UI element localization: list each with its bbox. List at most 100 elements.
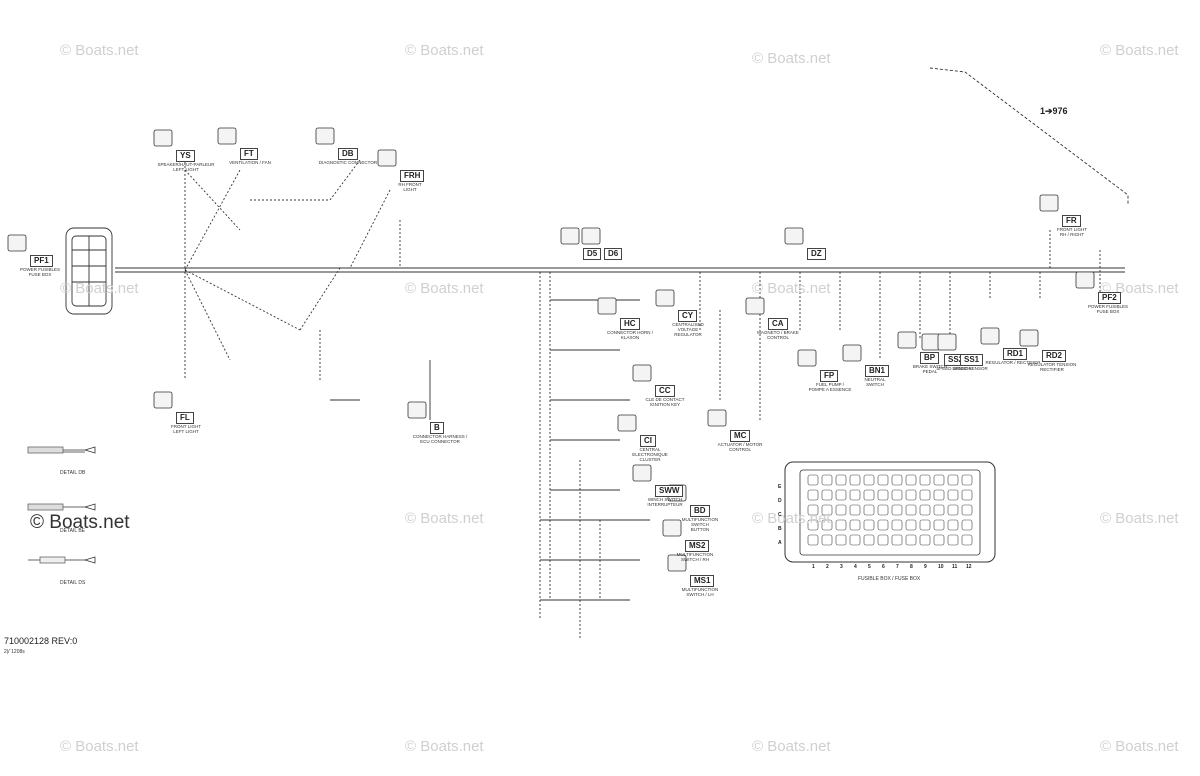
watermark: © Boats.net — [1100, 42, 1179, 59]
fuse-row-label: A — [778, 540, 782, 546]
fuse-cell — [849, 504, 861, 516]
fuse-cell — [835, 504, 847, 516]
fuse-cell — [821, 519, 833, 531]
fuse-cell — [919, 474, 931, 486]
fuse-cell — [905, 519, 917, 531]
fuse-cell — [933, 504, 945, 516]
fuse-cell — [961, 534, 973, 546]
fuse-cell — [891, 519, 903, 531]
fuse-row-label: B — [778, 526, 782, 532]
watermark: © Boats.net — [60, 42, 139, 59]
connector-code-db: DB — [338, 148, 358, 160]
fuse-cell — [807, 519, 819, 531]
fuse-cell — [807, 504, 819, 516]
watermark-prominent: © Boats.net — [30, 512, 130, 533]
revision-sub-label: 2|/´1208s — [4, 649, 25, 655]
fuse-cell — [947, 534, 959, 546]
connector-label-sww: WINCH SWITCH INTERRUPTEUR — [647, 497, 683, 507]
connector-code-bd: BD — [690, 505, 710, 517]
fuse-cell — [821, 474, 833, 486]
connector-drawing-bn1 — [842, 344, 862, 362]
connector-drawing-b — [407, 401, 427, 419]
connector-code-pf1: PF1 — [30, 255, 53, 267]
fuse-col-label: 11 — [952, 564, 958, 570]
connector-label-cc: CLE DE CONTACT IGNITION KEY — [645, 397, 685, 407]
fuse-cell — [919, 519, 931, 531]
fuse-cell — [863, 489, 875, 501]
fuse-cell — [933, 474, 945, 486]
fuse-cell — [877, 534, 889, 546]
watermark: © Boats.net — [405, 510, 484, 527]
connector-drawing-ss1 — [937, 333, 957, 351]
connector-code-d5: D5 — [583, 248, 602, 260]
fuse-cell — [849, 489, 861, 501]
fuse-cell — [933, 534, 945, 546]
fuse-cell — [807, 534, 819, 546]
fuse-cell — [947, 474, 959, 486]
fuse-cell — [877, 504, 889, 516]
connector-label-ca: MAGNETO / BRAKE CONTROL — [757, 330, 799, 340]
fuse-cell — [821, 534, 833, 546]
fuse-row-label: D — [778, 498, 782, 504]
connector-label-rd2: REGULATOR TENSION RECTIFIER — [1027, 362, 1077, 372]
fuse-cell — [905, 474, 917, 486]
connector-drawing-hc — [597, 297, 617, 315]
fuse-cell — [849, 474, 861, 486]
fuse-cell — [919, 489, 931, 501]
connector-drawing-db — [315, 127, 335, 145]
reference-number: 1➔976 — [1040, 106, 1068, 116]
fuse-cell — [919, 504, 931, 516]
fuse-cell — [835, 489, 847, 501]
fuse-cell — [947, 519, 959, 531]
connector-label-mc: ACTUATOR / MOTOR CONTROL — [717, 442, 763, 452]
watermark: © Boats.net — [752, 50, 831, 67]
connector-code-ft: FT — [240, 148, 258, 160]
fuse-col-label: 3 — [840, 564, 843, 570]
fuse-row-label: E — [778, 484, 782, 490]
fuse-cell — [891, 474, 903, 486]
fuse-cell — [905, 534, 917, 546]
connector-drawing-ss2 — [921, 333, 941, 351]
connector-code-frh: FRH — [400, 170, 425, 182]
fuse-cell — [905, 504, 917, 516]
fuse-cell — [863, 474, 875, 486]
connector-drawing-cy — [655, 289, 675, 307]
connector-label-ci: CENTRAL ELECTRONIQUE CLUSTER — [632, 447, 668, 462]
connector-code-fr: FR — [1062, 215, 1081, 227]
fuse-cell — [807, 489, 819, 501]
fuse-box-diagram — [784, 461, 996, 563]
connector-code-ms2: MS2 — [685, 540, 710, 552]
fuse-cell — [835, 534, 847, 546]
fuse-cell — [891, 504, 903, 516]
fuse-cell — [863, 534, 875, 546]
connector-code-fl: FL — [176, 412, 194, 424]
watermark: © Boats.net — [60, 738, 139, 755]
connector-label-ss1: SPEED SENSOR — [952, 366, 988, 371]
connector-drawing-ca — [745, 297, 765, 315]
connector-code-ca: CA — [768, 318, 788, 330]
connector-code-hc: HC — [620, 318, 640, 330]
connector-code-ss1: SS1 — [960, 354, 984, 366]
connector-drawing-fl — [153, 391, 173, 409]
fuse-cell — [905, 489, 917, 501]
fuse-cell — [863, 519, 875, 531]
fuse-cell — [961, 474, 973, 486]
connector-label-b: CONNECTOR HARNESS / ECU CONNECTOR — [412, 434, 468, 444]
connector-drawing-ms1 — [667, 554, 687, 572]
connector-label-hc: CONNECTOR HORN / KLAXON — [607, 330, 653, 340]
pf1-fuse-box-drawing — [65, 227, 113, 315]
connector-drawing-pf2 — [1075, 271, 1095, 289]
connector-drawing-cc — [632, 364, 652, 382]
watermark: © Boats.net — [752, 510, 831, 527]
fuse-col-label: 7 — [896, 564, 899, 570]
watermark: © Boats.net — [60, 280, 139, 297]
connector-label-cy: CENTRALISED VOLTAGE REGULATOR — [672, 322, 704, 337]
connector-label-ms2: MULTIFUNCTION SWITCH / RH — [676, 552, 714, 562]
watermark: © Boats.net — [752, 280, 831, 297]
connector-drawing-fr — [1039, 194, 1059, 212]
main-harness-trunk — [115, 267, 1125, 273]
connector-code-sww: SWW — [655, 485, 684, 497]
connector-drawing-sww — [632, 464, 652, 482]
fuse-cell — [891, 534, 903, 546]
